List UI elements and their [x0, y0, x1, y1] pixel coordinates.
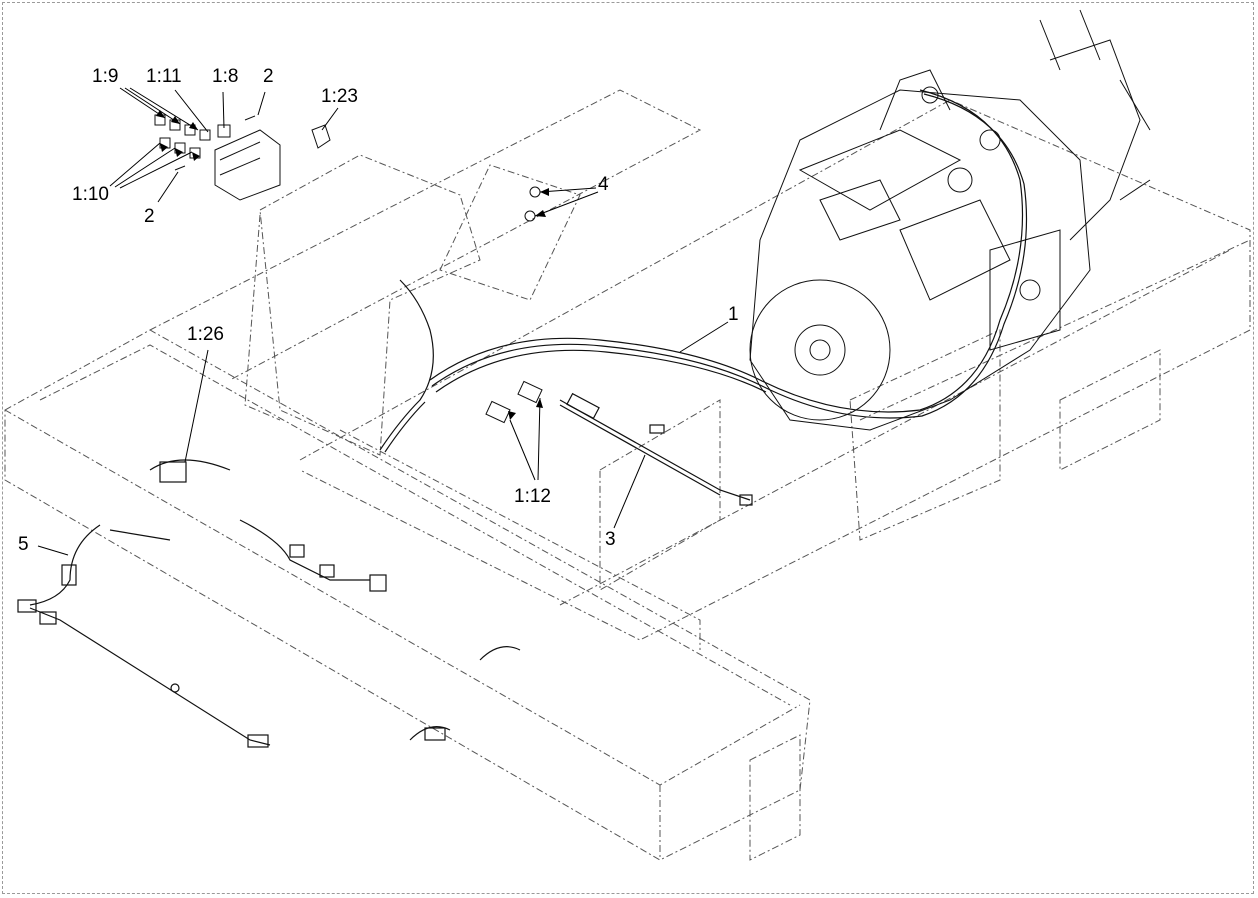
callout-3: 3 [605, 529, 616, 550]
callout-5: 5 [18, 534, 29, 555]
callout-2-bottom: 2 [144, 206, 155, 227]
callout-1-9: 1:9 [92, 66, 119, 87]
chassis-frame-phantom [4, 89, 1251, 861]
callout-2-top: 2 [263, 66, 274, 87]
leader-arrowheads [156, 110, 549, 420]
callout-1-11: 1:11 [146, 66, 182, 87]
callout-4: 4 [598, 174, 609, 195]
harness-3 [559, 392, 753, 506]
callout-1-10: 1:10 [72, 184, 109, 205]
leader-lines [37, 87, 729, 556]
callout-1-12: 1:12 [514, 486, 551, 507]
harness-5 [17, 459, 521, 748]
callout-1-8: 1:8 [212, 66, 239, 87]
callout-1-26: 1:26 [187, 324, 224, 345]
callout-1-23: 1:23 [321, 86, 358, 107]
switch-block [154, 114, 541, 222]
callout-1: 1 [728, 304, 739, 325]
engine-assembly [749, 9, 1151, 431]
connectors-1-12 [485, 380, 543, 424]
main-wire-harness [379, 89, 1028, 453]
